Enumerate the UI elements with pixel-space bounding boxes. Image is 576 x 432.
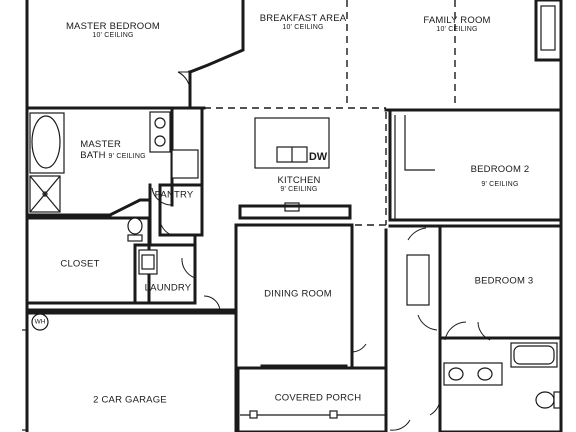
door-swings — [151, 71, 491, 431]
breakfast-area-ceiling: 10' CEILING — [282, 24, 324, 31]
water-heater — [31, 313, 49, 331]
dining-room-label: DINING ROOM — [264, 288, 332, 300]
family-room-label: FAMILY ROOM 10' CEILING — [423, 15, 490, 33]
breakfast-area-name: BREAKFAST AREA — [259, 13, 347, 24]
family-room-ceiling: 10' CEILING — [436, 26, 478, 33]
covered-porch-label: COVERED PORCH — [274, 392, 362, 404]
bedroom2-label: BEDROOM 2 9' CEILING — [471, 164, 530, 188]
bedroom3-label: BEDROOM 3 — [474, 275, 534, 287]
pantry-label: PANTRY — [154, 189, 194, 201]
kitchen-label: KITCHEN 9' CEILING — [277, 175, 320, 193]
kitchen-ceiling: 9' CEILING — [280, 186, 318, 193]
master-bath-ceiling: 9' CEILING — [108, 153, 146, 160]
closet-label: CLOSET — [60, 258, 100, 270]
master-bedroom-ceiling: 10' CEILING — [92, 32, 134, 39]
bedroom2-name: BEDROOM 2 — [470, 164, 530, 175]
porch-columns — [249, 364, 348, 419]
master-bedroom-name: MASTER BEDROOM — [65, 21, 161, 32]
bedroom2-ceiling: 9' CEILING — [481, 181, 519, 188]
laundry-label: LAUNDRY — [144, 282, 192, 294]
garage-door-marker — [22, 329, 27, 431]
master-bath-label: MASTER BATH 9' CEILING — [80, 139, 145, 161]
family-room-name: FAMILY ROOM — [423, 15, 491, 26]
master-bath-name-1: MASTER — [80, 139, 122, 150]
master-bath-fixtures — [29, 111, 199, 275]
garage-label: 2 CAR GARAGE — [93, 394, 167, 406]
master-bedroom-label: MASTER BEDROOM 10' CEILING — [66, 21, 160, 39]
ceiling-break-lines — [204, 0, 456, 226]
kitchen-name: KITCHEN — [277, 175, 321, 186]
master-bath-name-2: BATH — [80, 150, 106, 161]
breakfast-area-label: BREAKFAST AREA 10' CEILING — [260, 13, 347, 31]
dishwasher-tag: DW — [308, 151, 328, 163]
water-heater-tag: WH — [34, 318, 46, 326]
walls — [25, 0, 563, 432]
